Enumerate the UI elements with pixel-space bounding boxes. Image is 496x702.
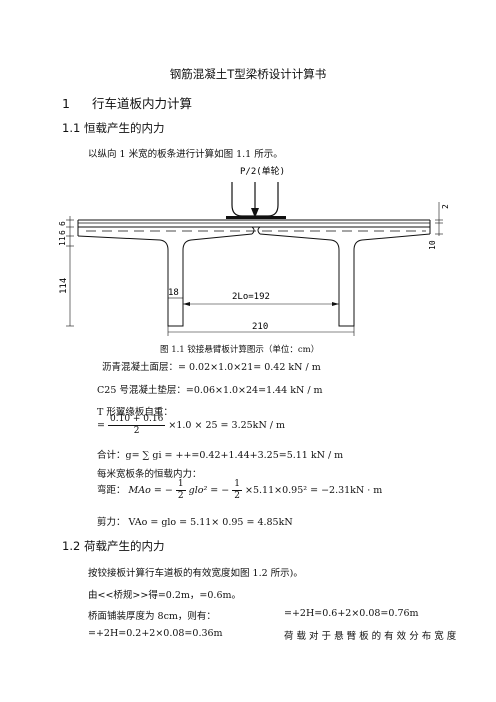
section-1-heading: 1 行车道板内力计算 xyxy=(62,93,192,112)
moment-mid: glo² = − xyxy=(188,485,230,496)
load-curve-left xyxy=(231,182,254,217)
eq-asphalt: 沥青混凝土面层：= 0.02×1.0×21= 0.42 kN / m xyxy=(102,362,321,373)
moment-lhs: MAo = − xyxy=(128,485,173,496)
hinge-joint-left xyxy=(251,226,255,235)
pavement-text: 桥面铺装厚度为 8cm，则有： xyxy=(88,611,216,622)
figure-1-1-diagram: P/2(单轮) 6 6 11 114 2 10 18 2Lo=192 210 xyxy=(58,165,450,336)
eq-c25: C25 号混凝土垫层：=0.06×1.0×24=1.44 kN / m xyxy=(97,385,323,396)
dim-left-mid: 6 xyxy=(58,230,67,235)
right-girder-outline xyxy=(259,233,431,327)
figure-caption: 图 1.1 铰接悬臂板计算图示（单位：cm） xyxy=(160,345,320,355)
flange-result: ×1.0 × 25 = 3.25kN / m xyxy=(168,420,286,431)
eq-shear: 剪力： VAo = glo = 5.11× 0.95 = 4.85kN xyxy=(97,517,293,528)
section-1-1-intro: 以纵向 1 米宽的板条进行计算如图 1.1 所示。 xyxy=(88,149,283,160)
flange-fraction: 0.10 + 0.16 2 xyxy=(108,414,166,437)
eq-moment: 弯距： MAo = − 1 2 glo² = − 1 2 ×5.11×0.95²… xyxy=(97,479,382,502)
moment-fraction-2: 1 2 xyxy=(232,479,242,501)
dim-right-top: 2 xyxy=(441,204,450,209)
left-girder-outline xyxy=(77,233,253,327)
hinge-joint-right xyxy=(257,226,261,235)
eq-flange: = 0.10 + 0.16 2 ×1.0 × 25 = 3.25kN / m xyxy=(97,414,285,437)
flange-denominator: 2 xyxy=(133,426,140,436)
per-strip-label: 每米宽板条的恒载内力： xyxy=(97,469,202,480)
dim-left-big: 114 xyxy=(59,278,69,294)
flange-title: T 形翼缘板自重： xyxy=(97,407,173,418)
moment-fraction-1: 1 2 xyxy=(175,479,186,501)
spec-values: 由<<桥规>>得=0.2m，=0.6m。 xyxy=(88,590,241,601)
pavement-equation-a2: =+2H=0.6+2×0.08=0.76m xyxy=(284,608,419,619)
eq-total: 合计：g= ∑ gi = ++=0.42+1.44+3.25=5.11 kN /… xyxy=(97,450,344,461)
effective-width-text: 荷 载 对 于 悬 臂 板 的 有 效 分 布 宽 度 xyxy=(284,631,457,642)
page-title: 钢筋混凝土T型梁桥设计计算书 xyxy=(169,67,327,81)
section-1-2-heading: 1.2 荷载产生的内力 xyxy=(62,539,165,553)
dim-stem: 18 xyxy=(168,288,179,298)
dim-left-low: 11 xyxy=(58,236,67,246)
section-1-title: 行车道板内力计算 xyxy=(92,96,193,111)
load-label: P/2(单轮) xyxy=(240,165,285,177)
dim-total: 210 xyxy=(252,322,268,332)
load-curve-right xyxy=(256,182,279,217)
moment-label: 弯距： xyxy=(97,485,126,496)
dim-left-top: 6 xyxy=(58,221,67,226)
section-1-2-intro: 按铰接板计算行车道板的有效宽度如图 1.2 所示)。 xyxy=(88,568,303,579)
dim-right-mid: 10 xyxy=(428,240,437,250)
moment-result: ×5.11×0.95² = −2.31kN · m xyxy=(245,485,383,496)
load-pad xyxy=(226,216,286,219)
load-arrow-head xyxy=(251,208,259,218)
section-1-1-heading: 1.1 恒载产生的内力 xyxy=(62,121,165,135)
flange-numerator: 0.10 + 0.16 xyxy=(108,414,166,426)
pavement-equation-b2: =+2H=0.2+2×0.08=0.36m xyxy=(88,628,223,639)
section-1-number: 1 xyxy=(62,96,70,111)
dim-span: 2Lo=192 xyxy=(232,292,270,302)
flange-prefix: = xyxy=(97,420,105,431)
